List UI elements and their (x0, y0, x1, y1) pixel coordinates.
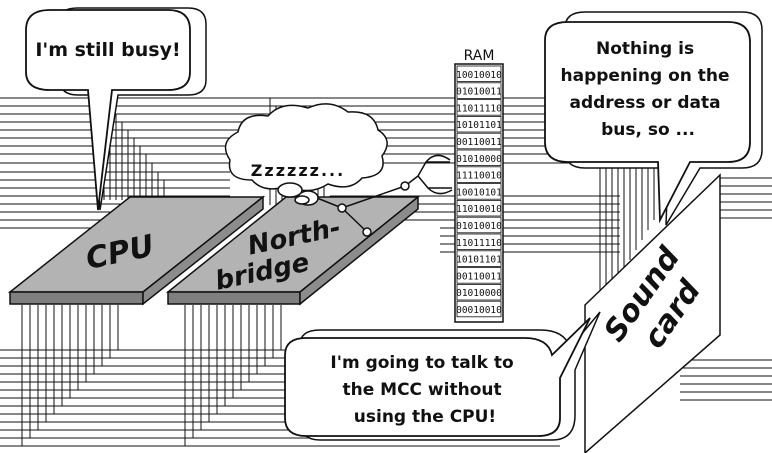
soundcard-bubble-text: Nothing is happening on the address or d… (561, 39, 736, 140)
ram-cell-value: 11010010 (456, 204, 502, 215)
soundcard-bubble-line3: address or data (569, 93, 720, 113)
lower-connectors (21, 305, 282, 446)
ram-cell-value: 10010101 (456, 187, 502, 198)
ram-cell-box (456, 183, 502, 200)
ram-cell-box (456, 267, 502, 284)
ram-cell-value: 11110010 (456, 171, 502, 182)
ram-cell-box (456, 250, 502, 267)
ram-cell-value: 00110011 (456, 137, 502, 148)
bottom-bubble-line2: the MCC without (342, 380, 501, 400)
ram-module: RAM 10010010 01010011 11011110 10101101 0011… (454, 48, 504, 323)
ram-cell-value: 10101101 (456, 120, 502, 131)
bottom-bubble-line3: using the CPU! (354, 407, 496, 427)
ram-cell-box (456, 116, 502, 133)
ram-cell-box (456, 99, 502, 116)
ram-cell-box (456, 132, 502, 150)
ram-cell-value: 11011110 (456, 103, 502, 114)
bottom-speech-bubble: I'm going to talk to the MCC without usi… (284, 311, 601, 441)
northbridge-thought-bubble: Zzzzzz... (224, 103, 388, 205)
ram-label: RAM (464, 48, 495, 64)
lower-bus-lines (0, 349, 772, 447)
ram-cell-value: 11011110 (456, 238, 502, 249)
soundcard-bubble-line1: Nothing is (596, 39, 694, 59)
ram-cell-box (456, 300, 502, 318)
soundcard-bubble-line2: happening on the (561, 66, 730, 86)
ram-cell-value: 10010010 (456, 70, 502, 81)
ram-cell-value: 01010010 (456, 221, 502, 232)
ram-cell-value: 00110011 (456, 271, 502, 282)
bottom-bubble-line1: I'm going to talk to (330, 353, 513, 373)
cpu-speech-bubble: I'm still busy! (25, 7, 207, 211)
thought-bubble-text: Zzzzzz... (251, 161, 345, 180)
ram-cell-box (456, 65, 502, 83)
bottom-bubble-text: I'm going to talk to the MCC without usi… (330, 353, 519, 427)
soundcard-speech-bubble: Nothing is happening on the address or d… (544, 11, 763, 226)
ram-cell-value: 01010000 (456, 288, 502, 299)
ram-cell-list: 10010010 01010011 11011110 10101101 00110011… (456, 65, 502, 318)
ram-cell-value: 01010000 (456, 154, 502, 165)
cpu-bubble-text: I'm still busy! (35, 39, 180, 61)
ram-cell-box (456, 166, 502, 183)
ram-cell-box (456, 199, 502, 217)
ram-cell-value: 00010010 (456, 305, 502, 316)
sound-card: Sound card (584, 173, 721, 453)
soundcard-bubble-line4: bus, so ... (601, 120, 695, 140)
ram-cell-box (456, 216, 502, 234)
cpu-chip: CPU (7, 195, 266, 306)
ram-cell-value: 01010011 (456, 87, 502, 98)
ram-cell-box (456, 233, 502, 251)
ram-cell-box (456, 82, 502, 99)
ram-cell-box (456, 149, 502, 167)
ram-cell-value: 10101101 (456, 255, 502, 266)
ram-cell-box (456, 283, 502, 301)
